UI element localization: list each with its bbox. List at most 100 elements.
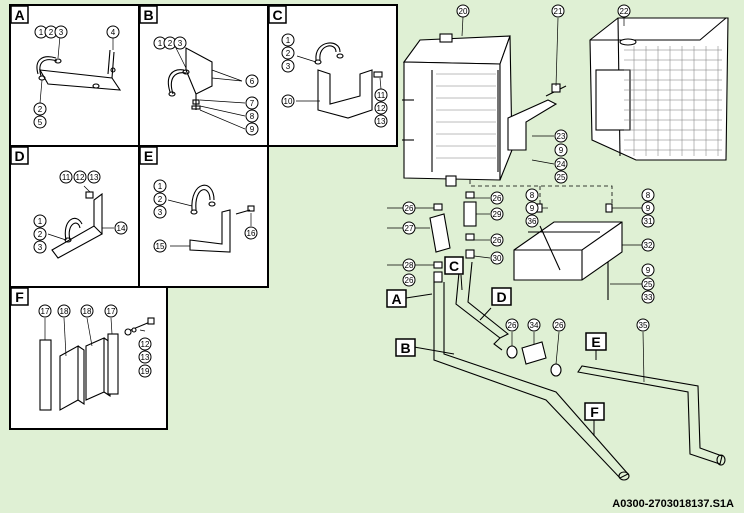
callout-circle <box>138 364 152 378</box>
callout-bubble: 2 <box>153 192 167 206</box>
callout-bubble: 24 <box>554 157 568 171</box>
panel-e-leaders <box>167 199 252 247</box>
panel-d-letter: D <box>14 148 24 164</box>
callout-number: 26 <box>405 204 414 213</box>
callout-number: 18 <box>60 307 69 316</box>
callout-circle <box>80 304 94 318</box>
panel-f-drawing <box>39 317 155 411</box>
callout-bubble: 17 <box>104 304 118 318</box>
callout-number: 4 <box>111 28 116 37</box>
callout-bubble: 9 <box>525 201 539 215</box>
inset-letter-boxes <box>10 5 287 306</box>
panel-c-letter: C <box>272 7 282 23</box>
callout-number: 13 <box>377 117 386 126</box>
callout-circle <box>281 59 295 73</box>
callout-circle <box>374 101 388 115</box>
callout-bubble: 8 <box>641 188 655 202</box>
callout-number: 31 <box>644 217 653 226</box>
callout-number: 29 <box>493 210 502 219</box>
callout-number: 6 <box>250 77 255 86</box>
callout-circle <box>552 318 566 332</box>
panel-e-drawing <box>189 184 255 253</box>
callout-circle <box>153 239 167 253</box>
panel-c-leaders <box>296 55 382 102</box>
callout-number: 28 <box>405 261 414 270</box>
callout-number: 34 <box>530 321 539 330</box>
callout-bubble: 9 <box>554 143 568 157</box>
section-c-letter: C <box>449 258 459 274</box>
callout-circle <box>33 240 47 254</box>
dashed-assembly-guide <box>469 180 613 204</box>
callout-number: 2 <box>49 28 54 37</box>
callout-bubble: 22 <box>617 4 631 18</box>
callout-bubble: 9 <box>641 263 655 277</box>
callout-number: 23 <box>557 132 566 141</box>
callout-number: 12 <box>377 104 386 113</box>
document-reference: A0300-2703018137.S1A <box>612 498 734 510</box>
callout-number: 26 <box>493 194 502 203</box>
panel-c-drawing <box>314 42 383 119</box>
callout-bubble: 6 <box>245 74 259 88</box>
callout-number: 11 <box>377 91 386 100</box>
callout-bubble: 1 <box>281 33 295 47</box>
inset-letters: A B C D E F <box>14 7 282 305</box>
callout-circle <box>374 88 388 102</box>
callout-number: 26 <box>493 236 502 245</box>
callout-number: 25 <box>557 173 566 182</box>
callout-bubble: 31 <box>641 214 655 228</box>
callout-number: 2 <box>286 49 291 58</box>
callout-number: 22 <box>620 7 629 16</box>
callout-circle <box>505 318 519 332</box>
panel-f-letter: F <box>15 289 24 305</box>
callout-circle <box>641 188 655 202</box>
callout-number: 16 <box>247 229 256 238</box>
callout-bubble: 3 <box>173 36 187 50</box>
callout-bubble: 18 <box>57 304 71 318</box>
callout-number: 17 <box>41 307 50 316</box>
panel-d-leaders <box>47 185 114 241</box>
callout-number: 20 <box>459 7 468 16</box>
callout-number: 27 <box>405 224 414 233</box>
callout-number: 25 <box>644 280 653 289</box>
callout-bubble: 2 <box>33 102 47 116</box>
callout-bubble: 9 <box>245 122 259 136</box>
callout-circle <box>636 318 650 332</box>
coolant-pipes <box>433 261 726 481</box>
callout-circle <box>33 214 47 228</box>
callout-number: 10 <box>284 97 293 106</box>
section-b-letter: B <box>400 340 410 356</box>
callout-number: 1 <box>158 182 163 191</box>
section-letters: A B C D E F <box>391 258 600 420</box>
callout-number: 7 <box>250 99 255 108</box>
callout-circle <box>551 4 565 18</box>
callout-bubble: 26 <box>505 318 519 332</box>
callout-bubble: 3 <box>153 205 167 219</box>
callout-number: 8 <box>646 191 651 200</box>
callout-number: 1 <box>38 217 43 226</box>
panel-b-letter: B <box>143 7 153 23</box>
callout-number: 19 <box>141 367 150 376</box>
callout-bubble: 11 <box>374 88 388 102</box>
callout-bubble: 8 <box>525 188 539 202</box>
callout-number: 14 <box>117 224 126 233</box>
callout-number: 11 <box>62 173 71 182</box>
callout-number: 3 <box>178 39 183 48</box>
section-a-letter: A <box>391 291 401 307</box>
callout-bubble: 30 <box>490 251 504 265</box>
callout-circle <box>490 251 504 265</box>
radiator-fins <box>436 73 496 159</box>
section-arrows <box>405 274 597 436</box>
callout-circle <box>374 114 388 128</box>
base-frame <box>513 203 623 300</box>
callout-circle <box>281 33 295 47</box>
callout-circle <box>114 221 128 235</box>
callout-circle <box>59 170 73 184</box>
callout-bubble: 17 <box>38 304 52 318</box>
callout-circle <box>554 170 568 184</box>
callout-circle <box>245 122 259 136</box>
callout-bubble: 21 <box>551 4 565 18</box>
callout-bubble: 25 <box>554 170 568 184</box>
callout-circle <box>57 304 71 318</box>
callout-number: 21 <box>554 7 563 16</box>
